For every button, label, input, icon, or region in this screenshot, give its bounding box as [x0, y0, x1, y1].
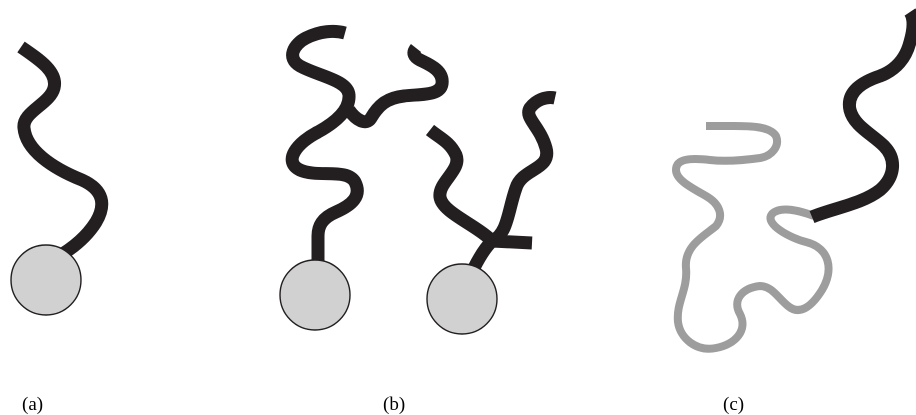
panel-b-left-polymer-chain [285, 24, 449, 264]
panel-b-right-polymer-chain [425, 91, 557, 271]
panel-c-collapsed-chain [672, 122, 833, 353]
panel-c [672, 8, 916, 353]
panel-b-right-particle [426, 263, 498, 335]
panel-a-particle [10, 244, 82, 316]
panel-a-label: (a) [22, 394, 43, 415]
panel-c-label: (c) [723, 394, 744, 415]
panel-b-left-particle [279, 259, 351, 331]
panel-b [279, 24, 557, 335]
panel-a-polymer-chain [17, 41, 109, 264]
panel-c-extended-chain [809, 8, 916, 224]
panel-b-label: (b) [383, 394, 405, 415]
panel-a [10, 41, 109, 316]
